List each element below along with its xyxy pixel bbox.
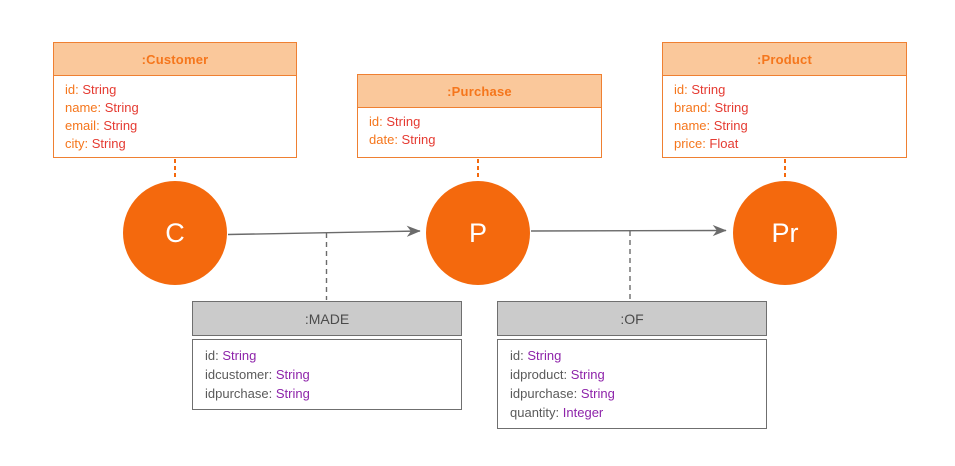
property-row: idpurchase: String bbox=[510, 386, 615, 401]
purchase-entity-box[interactable]: :Purchase id: String date: String bbox=[357, 74, 602, 158]
property-row: date: String bbox=[369, 132, 436, 147]
purchase-properties: id: String date: String bbox=[358, 108, 601, 154]
customer-entity-label: :Customer bbox=[54, 43, 296, 76]
property-row: name: String bbox=[674, 118, 748, 133]
property-row: id: String bbox=[674, 82, 726, 97]
made-relationship-label: :MADE bbox=[192, 301, 462, 336]
customer-entity-box[interactable]: :Customer id: String name: String email:… bbox=[53, 42, 297, 158]
purchase-node-letter: P bbox=[468, 217, 487, 248]
of-relationship-label: :OF bbox=[497, 301, 767, 336]
property-row: email: String bbox=[65, 118, 138, 133]
property-row: idproduct: String bbox=[510, 367, 605, 382]
product-node-circle[interactable]: Pr bbox=[733, 181, 837, 285]
property-row: id: String bbox=[369, 114, 421, 129]
property-row: city: String bbox=[65, 136, 126, 151]
of-relationship-box[interactable]: :OF id: String idproduct: String idpurch… bbox=[497, 301, 767, 429]
of-properties: id: String idproduct: String idpurchase:… bbox=[497, 339, 767, 429]
property-row: brand: String bbox=[674, 100, 749, 115]
made-relationship-box[interactable]: :MADE id: String idcustomer: String idpu… bbox=[192, 301, 462, 410]
product-properties: id: String brand: String name: String pr… bbox=[663, 76, 906, 158]
property-row: id: String bbox=[510, 348, 562, 363]
product-node-letter: Pr bbox=[771, 217, 799, 248]
property-row: id: String bbox=[205, 348, 257, 363]
made-relationship-arrow[interactable] bbox=[227, 225, 421, 237]
property-row: name: String bbox=[65, 100, 139, 115]
made-properties: id: String idcustomer: String idpurchase… bbox=[192, 339, 462, 410]
customer-node-circle[interactable]: C bbox=[123, 181, 227, 285]
property-row: idpurchase: String bbox=[205, 386, 310, 401]
purchase-node-circle[interactable]: P bbox=[426, 181, 530, 285]
property-row: idcustomer: String bbox=[205, 367, 310, 382]
customer-properties: id: String name: String email: String ci… bbox=[54, 76, 296, 158]
customer-node-letter: C bbox=[165, 217, 185, 248]
property-row: id: String bbox=[65, 82, 117, 97]
property-row: quantity: Integer bbox=[510, 405, 604, 420]
product-entity-label: :Product bbox=[663, 43, 906, 76]
product-entity-box[interactable]: :Product id: String brand: String name: … bbox=[662, 42, 907, 158]
of-relationship-arrow[interactable] bbox=[530, 224, 727, 237]
purchase-entity-label: :Purchase bbox=[358, 75, 601, 108]
property-row: price: Float bbox=[674, 136, 739, 151]
